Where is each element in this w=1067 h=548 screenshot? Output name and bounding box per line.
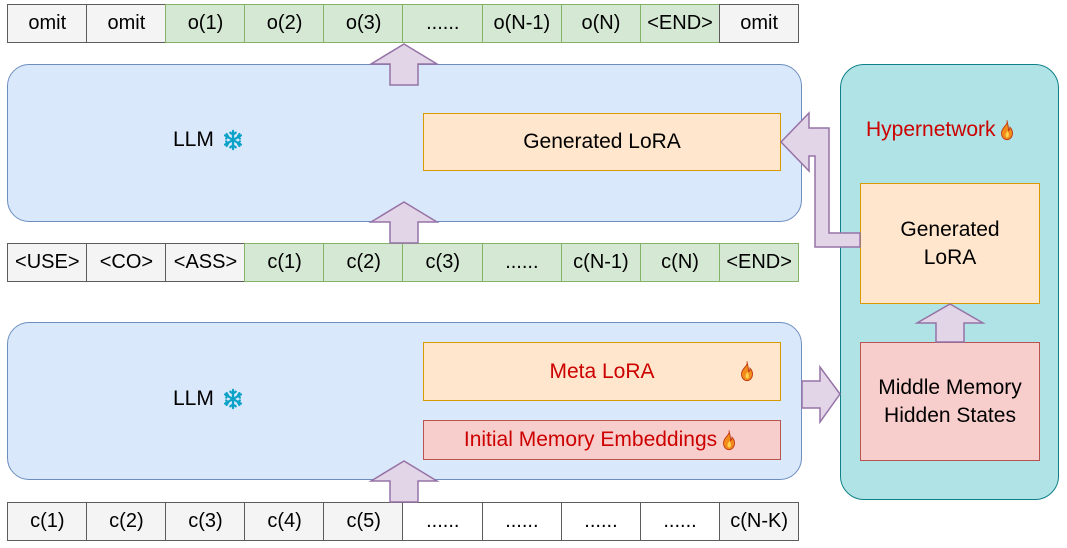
fire-icon (723, 430, 736, 451)
output-token-cell: o(N) (560, 4, 642, 43)
initial-memory-embeddings: Initial Memory Embeddings (423, 420, 781, 460)
meta-lora-module: Meta LoRA (423, 342, 781, 401)
generated-lora-module-label: Generated LoRA (523, 130, 681, 153)
lower-llm-text: LLM (173, 387, 214, 410)
context-token-cell: c(1) (7, 502, 88, 541)
hidden-states-line2: Hidden States (884, 403, 1016, 427)
output-token-cell: <END> (639, 4, 721, 43)
input-token-cell: ...... (481, 243, 563, 282)
up-arrow-upper-llm (368, 201, 440, 244)
meta-lora-label: Meta LoRA (549, 359, 655, 383)
initial-memory-label: Initial Memory Embeddings (463, 428, 718, 451)
output-token-cell: o(N-1) (481, 4, 563, 43)
snowflake-icon (223, 388, 242, 410)
input-token-cell: c(N-1) (560, 243, 642, 282)
input-token-row: <USE><CO><ASS>c(1)c(2)c(3)......c(N-1)c(… (7, 243, 800, 282)
context-token-cell: ...... (639, 502, 721, 541)
context-token-cell: c(5) (323, 502, 404, 541)
up-arrow-output (368, 43, 440, 86)
input-token-cell: <USE> (7, 243, 88, 282)
context-token-cell: c(4) (244, 502, 325, 541)
generated-lora-line1: Generated (900, 217, 1000, 241)
lower-llm-label: LLM (173, 387, 244, 411)
output-token-cell: o(3) (323, 4, 404, 43)
input-token-cell: c(1) (244, 243, 325, 282)
input-token-cell: c(2) (323, 243, 404, 282)
elbow-arrow-to-generated-lora (779, 111, 861, 248)
generated-lora-module: Generated LoRA (423, 113, 781, 171)
context-token-cell: c(3) (165, 502, 246, 541)
snowflake-icon (223, 129, 242, 151)
context-token-cell: c(2) (86, 502, 167, 541)
output-token-cell: omit (718, 4, 800, 43)
context-token-cell: ...... (560, 502, 642, 541)
output-token-cell: o(1) (165, 4, 246, 43)
context-token-cell: c(N-K) (718, 502, 800, 541)
right-arrow-to-hypernetwork (801, 364, 841, 425)
output-token-cell: ...... (402, 4, 484, 43)
output-token-cell: o(2) (244, 4, 325, 43)
hypernetwork-title-text: Hypernetwork (866, 118, 996, 141)
output-token-cell: omit (7, 4, 88, 43)
middle-memory-hidden-states: Middle Memory Hidden States (860, 342, 1040, 461)
fire-icon (741, 361, 753, 382)
output-token-cell: omit (86, 4, 167, 43)
upper-llm-text: LLM (173, 128, 214, 151)
input-token-cell: c(3) (402, 243, 484, 282)
up-arrow-lower-llm (368, 460, 440, 503)
hypernetwork-title: Hypernetwork (866, 118, 1018, 142)
up-arrow-hypernetwork (914, 303, 986, 343)
input-token-cell: <END> (718, 243, 800, 282)
input-token-cell: <CO> (86, 243, 167, 282)
context-token-cell: ...... (481, 502, 563, 541)
input-token-cell: <ASS> (165, 243, 246, 282)
upper-llm-label: LLM (173, 128, 244, 152)
context-token-cell: ...... (402, 502, 484, 541)
generated-lora-line2: LoRA (923, 245, 977, 269)
hidden-states-line1: Middle Memory (878, 375, 1022, 399)
fire-icon (1000, 120, 1013, 141)
context-token-row: c(1)c(2)c(3)c(4)c(5)....................… (7, 502, 800, 541)
